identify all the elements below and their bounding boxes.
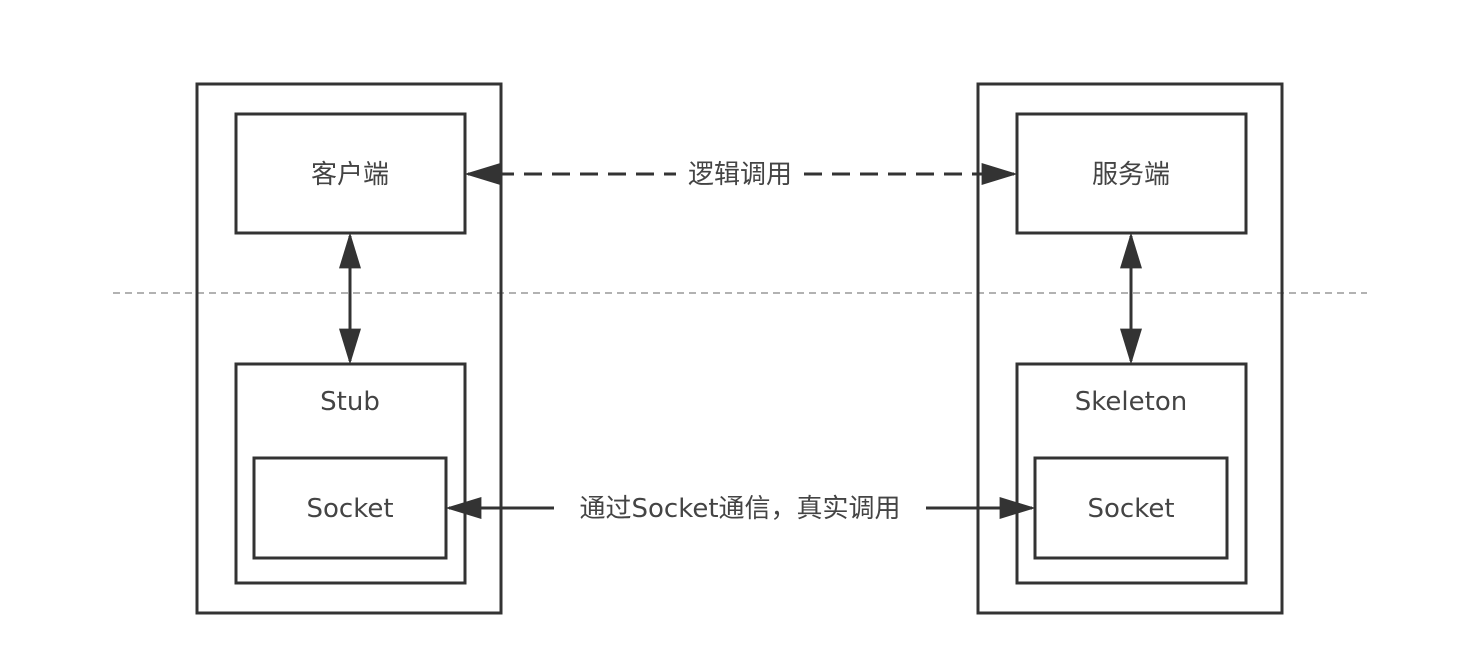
server-outer-box xyxy=(976,82,1284,615)
client-outer-box xyxy=(195,82,503,615)
client-node xyxy=(234,112,467,235)
client-label: 客户端 xyxy=(311,160,389,190)
stub-label: Stub xyxy=(320,387,380,417)
server-socket-label: Socket xyxy=(1087,494,1174,524)
server-socket-node xyxy=(1033,456,1229,560)
client-group: 客户端 Stub Socket xyxy=(195,82,503,615)
client-socket-label: Socket xyxy=(306,494,393,524)
server-group: 服务端 Skeleton Socket xyxy=(976,82,1284,615)
real-call-label-bg xyxy=(554,490,926,526)
logical-call-label-bg xyxy=(676,156,804,192)
client-socket-node xyxy=(252,456,448,560)
server-label: 服务端 xyxy=(1092,160,1170,190)
skeleton-label: Skeleton xyxy=(1075,387,1187,417)
real-call-label: 通过Socket通信，真实调用 xyxy=(579,494,900,524)
logical-call-label: 逻辑调用 xyxy=(688,160,792,190)
